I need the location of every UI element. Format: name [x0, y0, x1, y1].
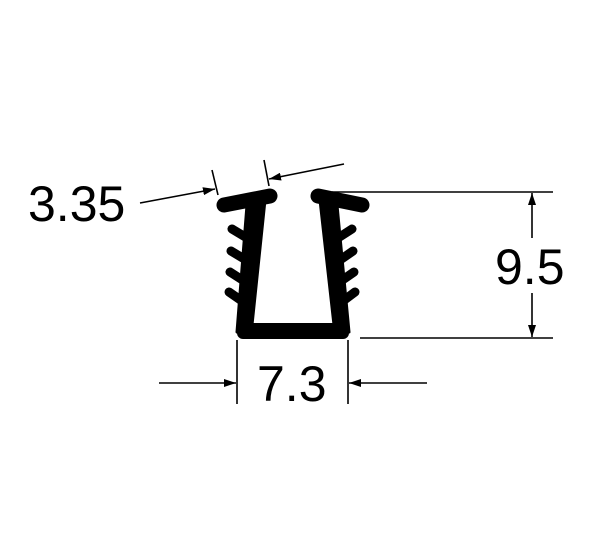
bottom-base [237, 323, 349, 339]
right-wall [318, 198, 351, 334]
dimension-width: 7.3 [257, 356, 327, 412]
right-lip [310, 188, 370, 213]
gap-ext-right [263, 159, 270, 187]
gap-arrow-left [139, 187, 216, 204]
right-fins [333, 224, 360, 306]
left-wall [235, 198, 267, 334]
gap-arrow-right [268, 163, 345, 181]
left-lip [216, 188, 278, 213]
seal-profile [216, 188, 370, 339]
dimension-lines [139, 159, 553, 404]
gap-ext-left [211, 169, 219, 196]
dimension-lip-gap: 3.35 [28, 176, 125, 232]
left-fins [224, 224, 252, 306]
dimension-height: 9.5 [495, 239, 565, 295]
